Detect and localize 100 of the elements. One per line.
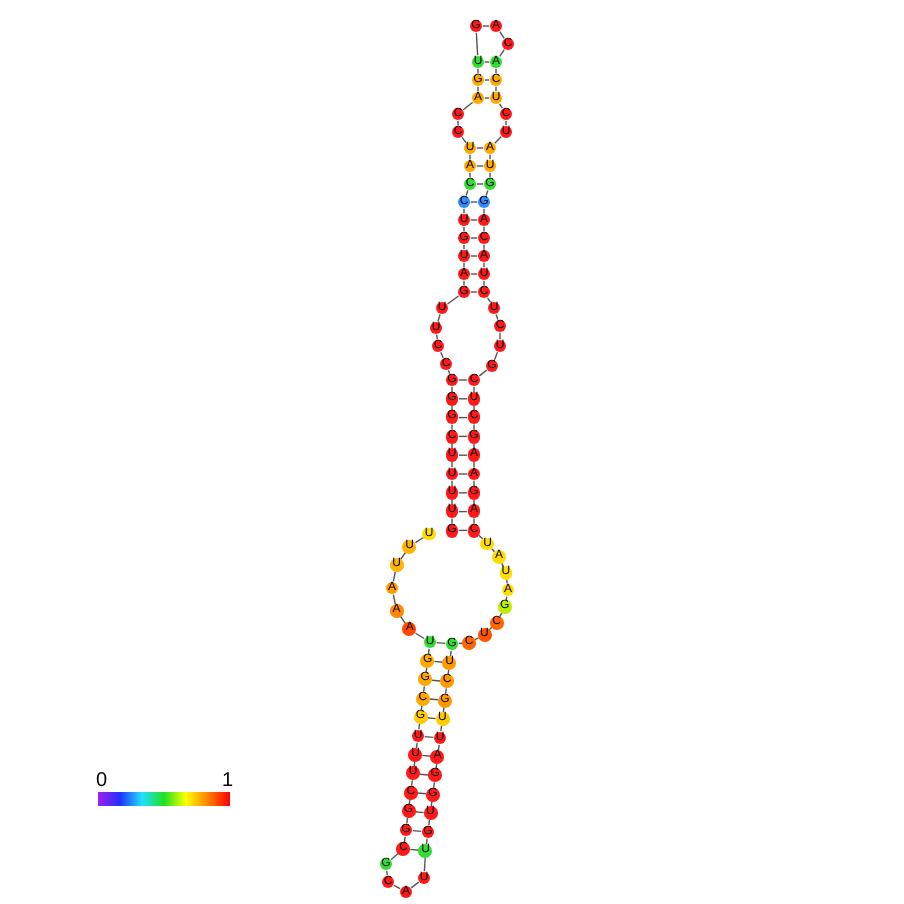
connector-line — [425, 666, 428, 674]
connector-line — [483, 262, 485, 268]
connector-line — [484, 97, 490, 99]
connector-line — [447, 668, 450, 676]
connector-line — [393, 884, 401, 890]
connector-line — [463, 280, 465, 286]
connector-line — [485, 189, 489, 197]
connector-line — [413, 760, 416, 768]
connector-line — [421, 754, 432, 757]
connector-line — [499, 30, 505, 40]
connector-line — [432, 781, 436, 789]
connector-line — [427, 648, 430, 655]
connector-line — [501, 562, 504, 568]
connector-line — [477, 68, 479, 74]
connector-line — [477, 86, 479, 92]
connector-line — [428, 819, 431, 826]
connector-line — [451, 386, 453, 393]
connector-line — [473, 461, 475, 468]
connector-line — [495, 68, 497, 74]
connector-line — [392, 571, 396, 583]
connector-line — [458, 379, 468, 381]
connector-line — [406, 817, 409, 824]
connector-line — [451, 423, 453, 431]
connector-line — [457, 120, 459, 126]
connector-line — [473, 386, 475, 393]
connector-line — [499, 612, 503, 618]
connector-line — [506, 578, 508, 584]
connector-line — [440, 725, 443, 732]
connector-line — [478, 369, 488, 377]
connector-line — [436, 641, 446, 645]
connector-line — [473, 423, 475, 431]
connector-line — [440, 351, 444, 359]
scale-label: 1 — [222, 772, 234, 792]
connector-line — [415, 742, 418, 749]
connector-line — [474, 637, 480, 641]
connector-line — [469, 172, 471, 178]
connector-line — [458, 642, 463, 645]
connector-line — [470, 255, 478, 257]
connector-line — [420, 704, 423, 712]
connector-line — [470, 237, 478, 239]
connector-line — [444, 687, 448, 695]
connector-line — [412, 829, 422, 833]
connector-line — [462, 101, 474, 111]
connector-line — [499, 48, 505, 58]
connector-line — [494, 136, 502, 144]
connector-line — [430, 800, 433, 808]
connector-line — [392, 593, 396, 605]
connector-line — [461, 136, 467, 144]
connector-line — [425, 838, 428, 845]
connector-line — [386, 870, 388, 876]
connector-line — [424, 735, 434, 739]
connector-line — [463, 208, 465, 214]
connector-line — [446, 295, 460, 305]
connector-line — [410, 779, 414, 787]
connector-line — [451, 442, 453, 450]
connector-line — [458, 473, 468, 475]
connector-line — [473, 480, 475, 487]
connector-line — [478, 534, 484, 540]
connector-line — [491, 548, 496, 553]
connector-line — [409, 848, 420, 851]
connector-line — [418, 723, 421, 730]
connector-line — [463, 244, 465, 250]
connector-line — [437, 313, 441, 323]
connector-line — [410, 881, 420, 889]
connector-line — [470, 219, 478, 221]
connector-line — [463, 262, 465, 268]
connector-line — [505, 120, 507, 126]
connector-line — [463, 226, 465, 232]
connector-line — [476, 183, 484, 185]
connector-line — [451, 461, 453, 468]
connector-line — [414, 632, 425, 640]
connector-line — [426, 717, 437, 720]
connector-line — [451, 480, 453, 487]
connector-line — [475, 32, 479, 56]
connector-line — [473, 498, 475, 506]
connector-line — [484, 79, 490, 81]
connector-line — [469, 154, 471, 160]
connector-line — [470, 291, 478, 293]
connector-line — [451, 498, 453, 506]
connector-line — [435, 762, 438, 770]
connector-line — [436, 334, 438, 340]
connector-line — [422, 685, 426, 693]
connector-line — [403, 836, 406, 843]
connector-line — [483, 280, 485, 286]
connector-line — [483, 244, 485, 250]
connector-line — [470, 273, 478, 275]
connector-line — [495, 86, 497, 92]
connector-line — [495, 313, 499, 321]
connector-line — [458, 398, 468, 400]
connector-line — [499, 332, 501, 340]
connector-line — [414, 536, 425, 544]
connector-line — [486, 297, 492, 303]
connector-line — [476, 165, 484, 167]
connector-line — [473, 517, 475, 525]
connector-line — [473, 442, 475, 450]
connector-line — [489, 172, 491, 178]
connector-line — [437, 744, 440, 751]
connector-line — [476, 147, 484, 149]
connector-line — [489, 154, 491, 160]
connector-line — [493, 351, 499, 361]
